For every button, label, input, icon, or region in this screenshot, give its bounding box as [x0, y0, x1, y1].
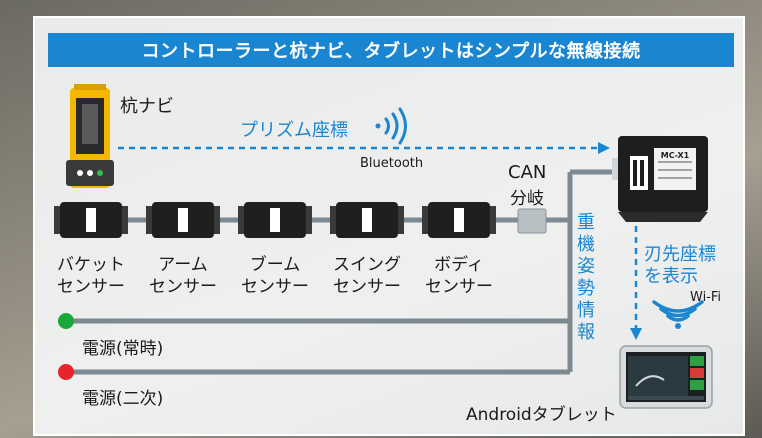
display-label: を表示: [644, 266, 698, 287]
controller-mc-x1: MC-X1: [612, 136, 708, 222]
sensor-label-swing: スイングセンサー: [333, 255, 401, 297]
wifi-icon: [652, 300, 704, 329]
radio-waves-icon: [375, 107, 407, 145]
kuinavi-device-icon: [66, 84, 114, 188]
android-tablet-icon: [619, 345, 713, 409]
sensor-arm: [146, 202, 220, 238]
sensor-label-boom: ブームセンサー: [241, 255, 309, 297]
android-tablet-label: Androidタブレット: [466, 405, 617, 425]
sensor-bucket: [54, 202, 128, 238]
kuinavi-label: 杭ナビ: [120, 96, 174, 117]
bluetooth-arrowhead: [598, 142, 610, 154]
can-label: CAN: [508, 162, 547, 183]
sensor-label-arm: アームセンサー: [149, 255, 217, 297]
power-constant-label: 電源(常時): [82, 339, 164, 359]
power-secondary-label: 電源(二次): [82, 389, 164, 409]
sensor-swing: [330, 202, 404, 238]
power-constant-dot: [58, 313, 74, 329]
banner-title: コントローラーと杭ナビ、タブレットはシンプルな無線接続: [48, 33, 734, 67]
wifi-arrowhead: [630, 328, 642, 340]
wifi-label: Wi-Fi: [690, 290, 722, 305]
bluetooth-label: Bluetooth: [360, 156, 424, 171]
sensor-boom: [238, 202, 312, 238]
controller-label: MC-X1: [661, 151, 690, 160]
sensor-body: [422, 202, 496, 238]
blade-coordinate-label: 刃先座標: [644, 244, 716, 265]
can-branch-box: [517, 208, 547, 234]
prism-coordinate-label: プリズム座標: [240, 120, 348, 141]
power-secondary-dot: [58, 364, 74, 380]
sensor-label-body: ボディセンサー: [425, 255, 493, 297]
sensor-label-bucket: バケットセンサー: [57, 255, 125, 297]
machine-attitude-label: 重 機 姿 勢 情 報: [577, 212, 595, 343]
branch-label: 分岐: [510, 189, 544, 209]
